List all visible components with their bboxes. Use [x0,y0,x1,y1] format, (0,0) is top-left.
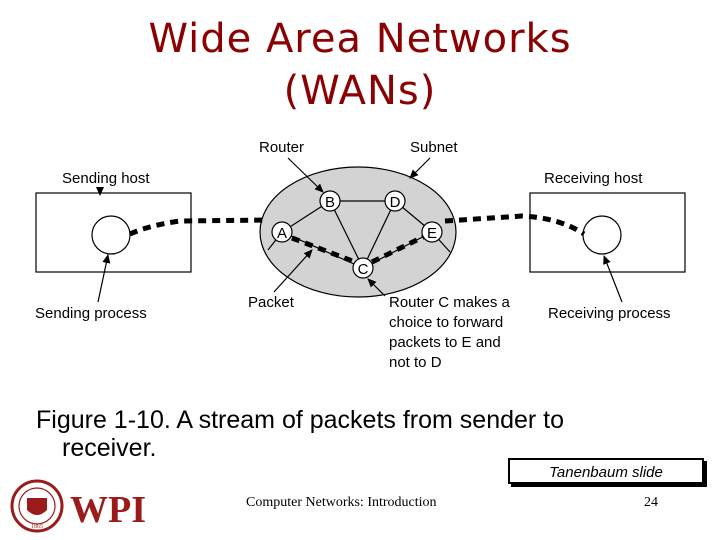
subnet-label: Subnet [410,139,458,156]
packet-stream [128,213,586,265]
router-e-node [421,221,443,243]
sending-process-circle [91,215,131,255]
wpi-logo-text: WPI [70,489,146,531]
subnet-ellipse [259,166,457,298]
receiving-process-arrow [603,255,623,303]
router-a-label: A [277,225,287,242]
router-b-label: B [325,194,335,211]
wan-diagram: A B C D E Router Subnet Sending host Rec… [35,139,686,371]
caption-line2: receiver. [62,434,157,462]
receiving-host-label: Receiving host [544,170,643,187]
sending-process-label: Sending process [35,305,147,322]
footer-page-number: 24 [644,495,658,510]
note-line1: Router C makes a [389,294,511,311]
router-e-label: E [427,225,437,242]
subnet-arrow [409,157,431,179]
router-a-node [271,221,293,243]
figure-caption: Figure 1-10. A stream of packets from se… [36,406,676,462]
footer-course: Computer Networks: Introduction [246,495,437,510]
router-c-label: C [358,261,369,278]
credit-badge: Tanenbaum slide [508,458,704,484]
page-title-line2: (WANs) [283,68,437,114]
wpi-logo: 1865 WPI [10,479,146,533]
caption-line1: Figure 1-10. A stream of packets from se… [36,406,565,434]
packet-label: Packet [248,294,295,311]
router-d-node [384,190,406,212]
router-b-node [319,190,341,212]
sending-process-arrow [97,254,111,303]
wpi-seal-year: 1865 [31,524,43,530]
sending-host-label: Sending host [62,170,150,187]
router-arrow [287,157,324,193]
receiving-process-label: Receiving process [548,305,671,322]
note-line2: choice to forward [389,314,503,331]
router-c-arrow [367,278,386,297]
router-label: Router [259,139,304,156]
router-c-node [352,257,374,279]
note-line4: not to D [389,354,442,371]
packet-arrow [273,249,313,293]
router-d-label: D [390,194,401,211]
receiving-process-circle [582,215,622,255]
note-line3: packets to E and [389,334,501,351]
page-title-line1: Wide Area Networks [148,16,572,62]
